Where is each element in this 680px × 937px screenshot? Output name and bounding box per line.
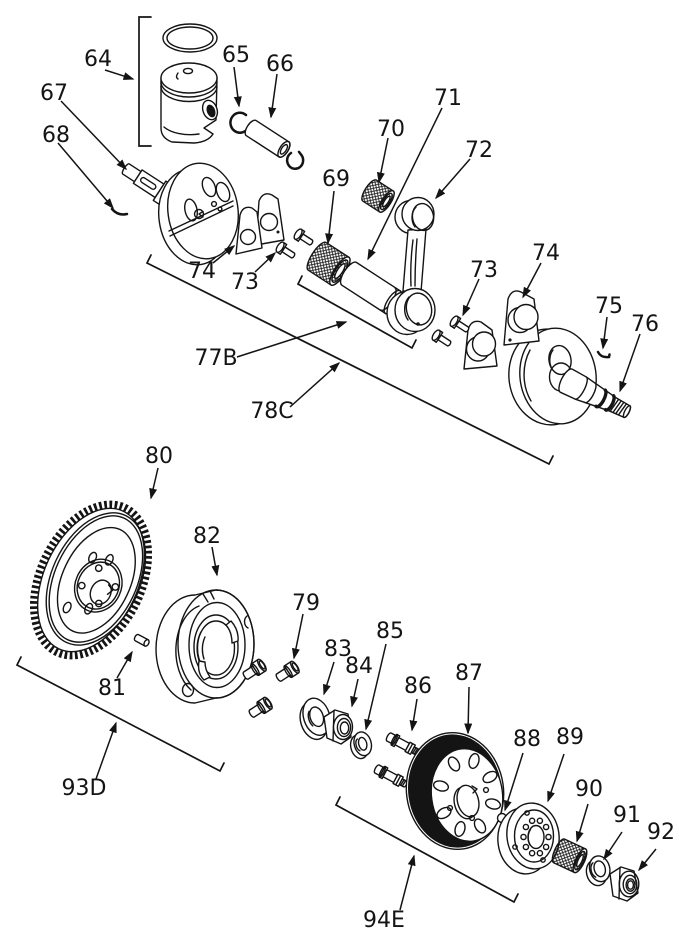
hub-washer bbox=[585, 855, 611, 887]
woodruff-key-lower bbox=[596, 350, 611, 359]
starter-hub bbox=[497, 802, 560, 875]
callout-77B: 77B bbox=[194, 346, 237, 371]
bracket-77B bbox=[296, 275, 417, 350]
retainer-screw bbox=[449, 315, 470, 333]
callout-73b: 73 bbox=[470, 258, 498, 283]
flat-washer bbox=[299, 697, 332, 741]
coupling-bolt bbox=[275, 660, 300, 682]
flywheel-key bbox=[133, 633, 150, 647]
coupling-bolt bbox=[242, 658, 267, 680]
crankshaft-nut bbox=[323, 709, 354, 745]
piston-ring bbox=[162, 23, 218, 53]
callout-70: 70 bbox=[377, 117, 405, 142]
callout-81: 81 bbox=[98, 676, 126, 701]
drive-coupling bbox=[155, 589, 255, 704]
retainer-screw bbox=[431, 329, 452, 347]
small-end-needle-bearing bbox=[361, 179, 395, 213]
callout-92: 92 bbox=[647, 820, 675, 845]
callout-79: 79 bbox=[292, 591, 320, 616]
callout-67: 67 bbox=[40, 81, 68, 106]
callout-76: 76 bbox=[631, 312, 659, 337]
callout-90: 90 bbox=[575, 777, 603, 802]
retainer-screw bbox=[275, 241, 296, 259]
crankshaft-upper-counterweight bbox=[158, 162, 239, 266]
callout-73: 73 bbox=[231, 270, 259, 295]
callout-93D: 93D bbox=[62, 776, 107, 801]
woodruff-key-upper bbox=[110, 207, 129, 216]
callout-86: 86 bbox=[404, 674, 432, 699]
flywheel-stud bbox=[373, 764, 408, 788]
retainer-plates-lower bbox=[463, 290, 540, 370]
callout-68: 68 bbox=[42, 123, 70, 148]
piston-pin bbox=[244, 119, 291, 158]
callout-72: 72 bbox=[465, 138, 493, 163]
connecting-rod bbox=[386, 196, 436, 336]
callout-64: 64 bbox=[84, 47, 112, 72]
callout-74: 74 bbox=[188, 259, 216, 284]
hub-needle-bearing bbox=[551, 838, 588, 874]
callout-94E: 94E bbox=[363, 908, 405, 933]
bracket-93D bbox=[15, 656, 225, 773]
retainer-screw bbox=[293, 228, 314, 246]
hub-nut bbox=[609, 866, 640, 902]
callout-66: 66 bbox=[266, 52, 294, 77]
bracket-78C bbox=[145, 254, 554, 466]
piston-bracket bbox=[138, 16, 152, 147]
callout-87: 87 bbox=[455, 661, 483, 686]
ring-gear bbox=[29, 500, 153, 660]
callout-85: 85 bbox=[376, 619, 404, 644]
piston bbox=[160, 62, 219, 144]
callout-91: 91 bbox=[613, 803, 641, 828]
callout-84: 84 bbox=[345, 654, 373, 679]
callout-80: 80 bbox=[145, 444, 173, 469]
callout-88: 88 bbox=[513, 727, 541, 752]
piston-pin-circlip-right bbox=[285, 150, 305, 170]
leader-arrows bbox=[57, 66, 657, 911]
callout-89: 89 bbox=[556, 725, 584, 750]
bracket-94E bbox=[334, 796, 519, 904]
callout-82: 82 bbox=[193, 524, 221, 549]
callout-75: 75 bbox=[595, 294, 623, 319]
coupling-bolt bbox=[248, 696, 273, 718]
callout-69: 69 bbox=[322, 167, 350, 192]
crankshaft-lower-half bbox=[508, 327, 632, 426]
callout-78C: 78C bbox=[250, 399, 293, 424]
callout-74b: 74 bbox=[532, 241, 560, 266]
callout-71: 71 bbox=[434, 86, 462, 111]
callout-65: 65 bbox=[222, 43, 250, 68]
callout-83: 83 bbox=[324, 637, 352, 662]
retainer-plates-upper bbox=[235, 193, 285, 255]
callout-labels: 64 65 66 67 68 69 70 71 72 73 74 73 74 7… bbox=[40, 43, 675, 933]
flywheel bbox=[405, 731, 505, 851]
lock-washer bbox=[349, 731, 373, 760]
